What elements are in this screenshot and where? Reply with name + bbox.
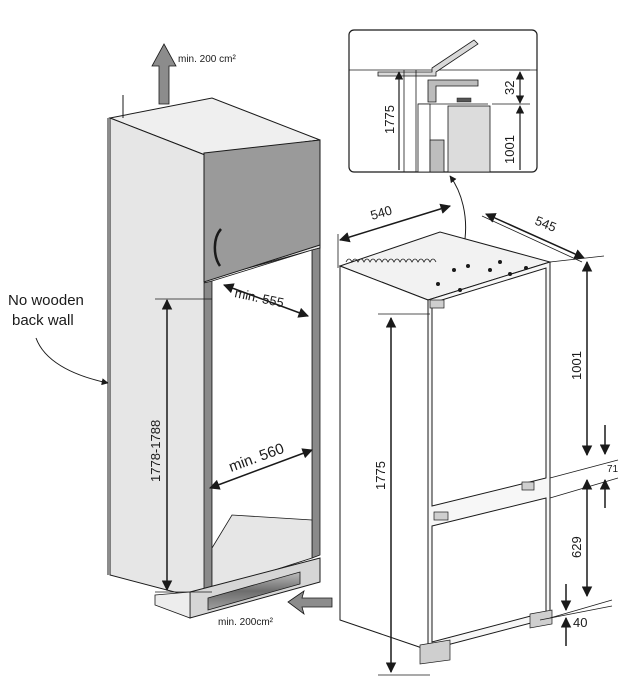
top-fixings (436, 260, 528, 292)
detail-upper-label: 1001 (502, 135, 517, 164)
appliance-upper-door (431, 267, 547, 507)
niche-height-label: 1778-1788 (148, 420, 163, 482)
appliance-height-label: 1775 (373, 461, 388, 490)
niche-frame-right (311, 247, 321, 559)
appliance-width-dimension-line (338, 203, 452, 243)
door-handle (213, 228, 223, 267)
appliance-width-label: 540 (369, 202, 394, 222)
gap-label: 71 (607, 464, 619, 475)
note-line-1: No wooden (8, 292, 84, 309)
appliance-depth-dimension-line (485, 213, 585, 259)
width-dimension-line (209, 448, 313, 490)
note-pointer-arrow (35, 337, 109, 386)
top-grille (345, 258, 437, 263)
cabinet-upper-door (203, 139, 321, 283)
appliance (338, 231, 553, 665)
cabinet-left-side (109, 117, 206, 601)
niche-frame-left (203, 280, 213, 591)
vent-up-arrow (151, 43, 177, 105)
niche-floor (211, 514, 313, 591)
plinth-vent (207, 571, 301, 611)
vent-bottom-label: min. 200cm² (218, 617, 274, 628)
detail-height-label: 1775 (382, 105, 397, 134)
detail-inset: 1775 32 1001 (348, 29, 538, 173)
upper-section-label: 1001 (569, 351, 584, 380)
depth-dimension-line (223, 283, 309, 318)
note-line-2: back wall (12, 312, 74, 329)
vent-in-arrow (287, 590, 333, 616)
cabinet (107, 95, 321, 619)
appliance-depth-label: 545 (533, 213, 559, 235)
lower-section-label: 629 (569, 536, 584, 558)
appliance-side (339, 265, 429, 651)
detail-gap-label: 32 (502, 81, 517, 95)
bottom-clearance-label: 40 (573, 615, 587, 630)
vent-top-label: min. 200 cm² (178, 54, 236, 65)
